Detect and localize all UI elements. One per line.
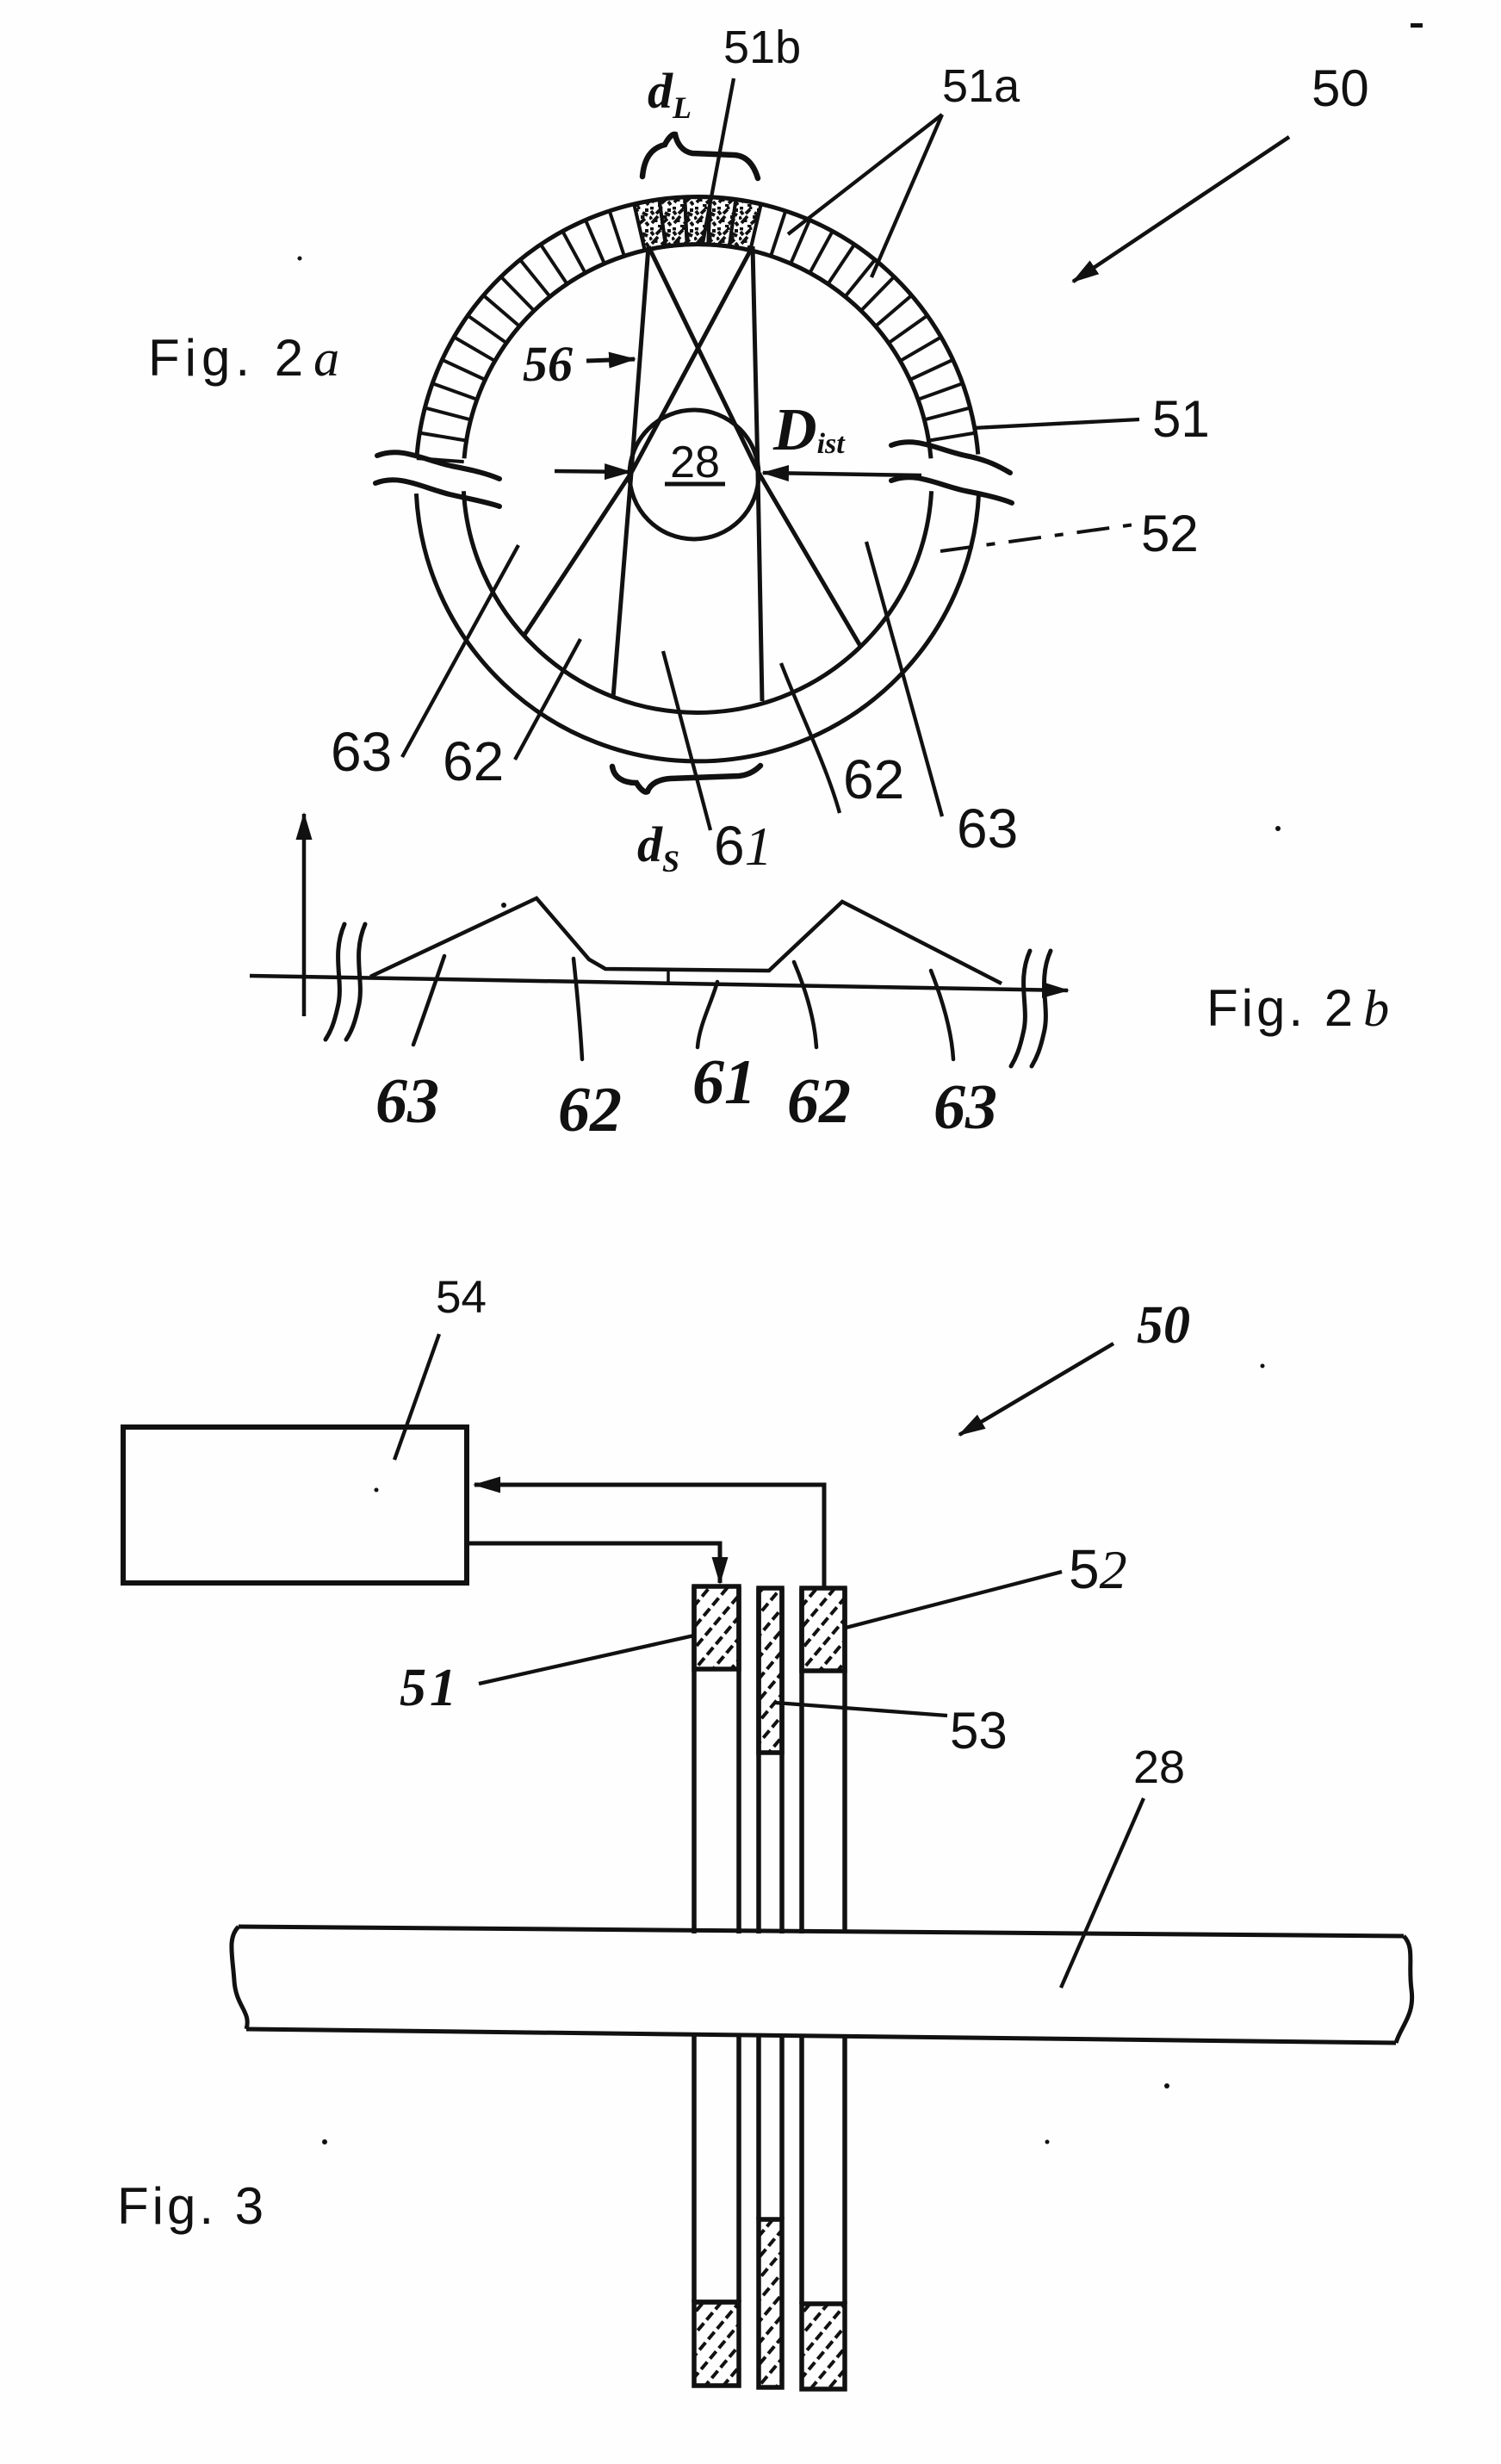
svg-text:54: 54 <box>436 1272 487 1323</box>
svg-text:28: 28 <box>670 438 720 487</box>
svg-text:52: 52 <box>1069 1538 1127 1600</box>
svg-text:51: 51 <box>1152 390 1210 448</box>
svg-text:50: 50 <box>1137 1296 1190 1355</box>
svg-text:51: 51 <box>400 1659 460 1717</box>
svg-text:62: 62 <box>443 730 504 792</box>
svg-text:51a: 51a <box>942 60 1020 112</box>
svg-text:52: 52 <box>1141 505 1199 562</box>
svg-text:63: 63 <box>933 1072 997 1143</box>
svg-text:61: 61 <box>714 815 772 877</box>
svg-text:62: 62 <box>843 748 904 810</box>
svg-text:63: 63 <box>957 798 1018 860</box>
svg-text:62: 62 <box>558 1075 622 1145</box>
svg-text:53: 53 <box>950 1702 1008 1760</box>
svg-text:56: 56 <box>523 336 573 392</box>
svg-text:63: 63 <box>375 1066 439 1137</box>
svg-text:Dist: Dist <box>772 397 846 463</box>
svg-text:51b: 51b <box>723 22 801 73</box>
svg-text:dS: dS <box>637 816 679 878</box>
svg-text:61: 61 <box>692 1047 756 1118</box>
svg-text:50: 50 <box>1312 59 1369 117</box>
svg-text:28: 28 <box>1133 1741 1185 1793</box>
svg-text:Fig. 2b: Fig. 2b <box>1206 979 1392 1037</box>
svg-text:Fig. 2a: Fig. 2a <box>148 329 344 387</box>
svg-text:63: 63 <box>331 721 392 783</box>
svg-text:Fig. 3: Fig. 3 <box>117 2177 267 2235</box>
svg-text:dL: dL <box>648 63 692 125</box>
svg-text:62: 62 <box>787 1066 851 1137</box>
